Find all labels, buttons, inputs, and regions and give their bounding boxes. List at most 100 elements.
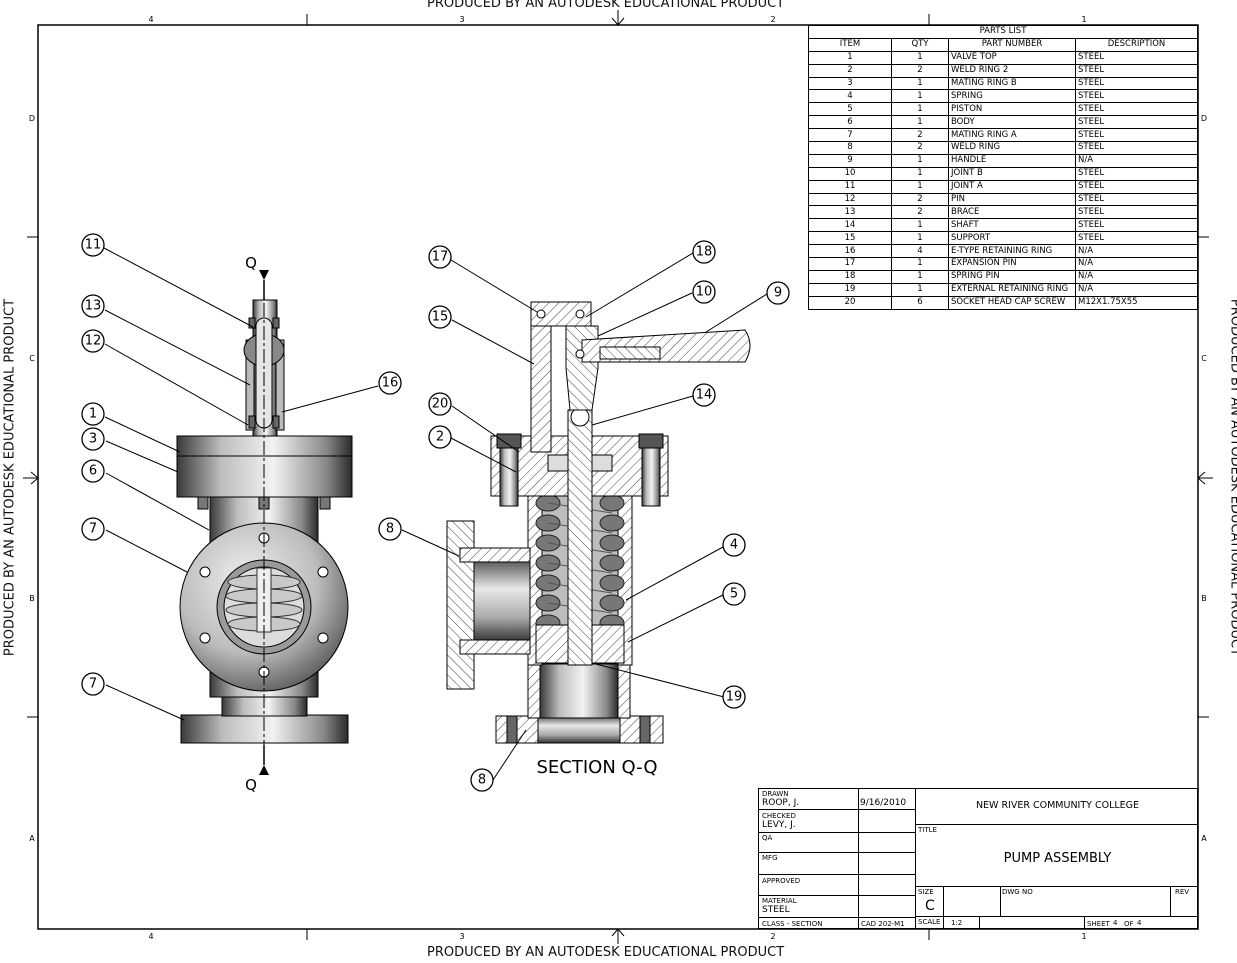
item-cell: 11 <box>808 179 892 194</box>
qty-cell: 1 <box>891 269 949 284</box>
parts-header-part-number: PART NUMBER <box>948 37 1076 52</box>
scale-value: 1:2 <box>951 919 963 927</box>
size-label: SIZE <box>918 888 934 896</box>
item-cell: 9 <box>808 153 892 168</box>
qa-label: QA <box>762 834 773 842</box>
parts-header-qty: QTY <box>891 37 949 52</box>
part-number-cell: PISTON <box>948 102 1076 117</box>
item-cell: 14 <box>808 218 892 233</box>
sheet-total: 4 <box>1137 919 1142 927</box>
sheet-number: 4 <box>1113 919 1118 927</box>
title-label: TITLE <box>918 826 937 834</box>
qty-cell: 1 <box>891 257 949 271</box>
drawn-by: ROOP, J. <box>762 798 800 808</box>
item-cell: 18 <box>808 269 892 284</box>
item-cell: 15 <box>808 231 892 246</box>
qty-cell: 1 <box>891 89 949 104</box>
description-cell: STEEL <box>1075 115 1198 130</box>
organization-name: NEW RIVER COMMUNITY COLLEGE <box>975 800 1140 811</box>
qty-cell: 2 <box>891 141 949 155</box>
part-number-cell: SPRING PIN <box>948 269 1076 284</box>
drawn-date: 9/16/2010 <box>860 798 907 808</box>
watermark-bottom: PRODUCED BY AN AUTODESK EDUCATIONAL PROD… <box>427 945 785 960</box>
description-cell: N/A <box>1075 269 1198 284</box>
description-cell: M12X1.75X55 <box>1075 295 1198 310</box>
qty-cell: 2 <box>891 128 949 143</box>
description-cell: STEEL <box>1075 141 1198 155</box>
description-cell: STEEL <box>1075 166 1198 181</box>
qty-cell: 2 <box>891 205 949 220</box>
section-view <box>446 301 751 744</box>
qty-cell: 2 <box>891 63 949 78</box>
scale-label: SCALE <box>918 918 941 926</box>
title-block: DRAWN ROOP, J. 9/16/2010 CHECKED LEVY, J… <box>758 788 1198 929</box>
qty-cell: 1 <box>891 218 949 233</box>
description-cell: STEEL <box>1075 76 1198 91</box>
mfg-label: MFG <box>762 854 778 862</box>
description-cell: STEEL <box>1075 63 1198 78</box>
drawing-title: PUMP ASSEMBLY <box>1003 851 1112 866</box>
material-label: MATERIAL <box>762 897 797 905</box>
part-number-cell: EXPANSION PIN <box>948 257 1076 271</box>
description-cell: STEEL <box>1075 50 1198 65</box>
qty-cell: 4 <box>891 244 949 259</box>
part-number-cell: E-TYPE RETAINING RING <box>948 244 1076 259</box>
description-cell: N/A <box>1075 153 1198 168</box>
description-cell: STEEL <box>1075 231 1198 246</box>
description-cell: N/A <box>1075 257 1198 271</box>
description-cell: STEEL <box>1075 218 1198 233</box>
parts-header-description: DESCRIPTION <box>1075 37 1198 52</box>
item-cell: 2 <box>808 63 892 78</box>
dwg-no-label: DWG NO <box>1002 888 1033 896</box>
item-cell: 20 <box>808 295 892 310</box>
class-label: CLASS - SECTION <box>762 920 823 928</box>
qty-cell: 1 <box>891 115 949 130</box>
item-cell: 8 <box>808 141 892 155</box>
item-cell: 4 <box>808 89 892 104</box>
item-cell: 1 <box>808 50 892 65</box>
part-number-cell: WELD RING 2 <box>948 63 1076 78</box>
qty-cell: 1 <box>891 153 949 168</box>
item-cell: 3 <box>808 76 892 91</box>
description-cell: STEEL <box>1075 89 1198 104</box>
qty-cell: 1 <box>891 282 949 297</box>
qty-cell: 1 <box>891 166 949 181</box>
item-cell: 10 <box>808 166 892 181</box>
part-number-cell: HANDLE <box>948 153 1076 168</box>
part-number-cell: SHAFT <box>948 218 1076 233</box>
part-number-cell: SPRING <box>948 89 1076 104</box>
qty-cell: 1 <box>891 179 949 194</box>
qty-cell: 1 <box>891 50 949 65</box>
item-cell: 16 <box>808 244 892 259</box>
parts-header-item: ITEM <box>808 37 892 52</box>
description-cell: STEEL <box>1075 102 1198 117</box>
parts-list-table: PARTS LIST ITEM QTY PART NUMBER DESCRIPT… <box>808 25 1198 310</box>
watermark-top: PRODUCED BY AN AUTODESK EDUCATIONAL PROD… <box>427 0 785 11</box>
part-number-cell: EXTERNAL RETAINING RING <box>948 282 1076 297</box>
front-view <box>176 270 353 775</box>
item-cell: 17 <box>808 257 892 271</box>
item-cell: 7 <box>808 128 892 143</box>
parts-list-title: PARTS LIST <box>808 25 1198 39</box>
qty-cell: 1 <box>891 102 949 117</box>
description-cell: N/A <box>1075 282 1198 297</box>
class-code: CAD 202-M1 <box>861 920 905 928</box>
part-number-cell: JOINT A <box>948 179 1076 194</box>
part-number-cell: SUPPORT <box>948 231 1076 246</box>
part-number-cell: MATING RING B <box>948 76 1076 91</box>
item-cell: 13 <box>808 205 892 220</box>
rev-label: REV <box>1175 888 1190 896</box>
